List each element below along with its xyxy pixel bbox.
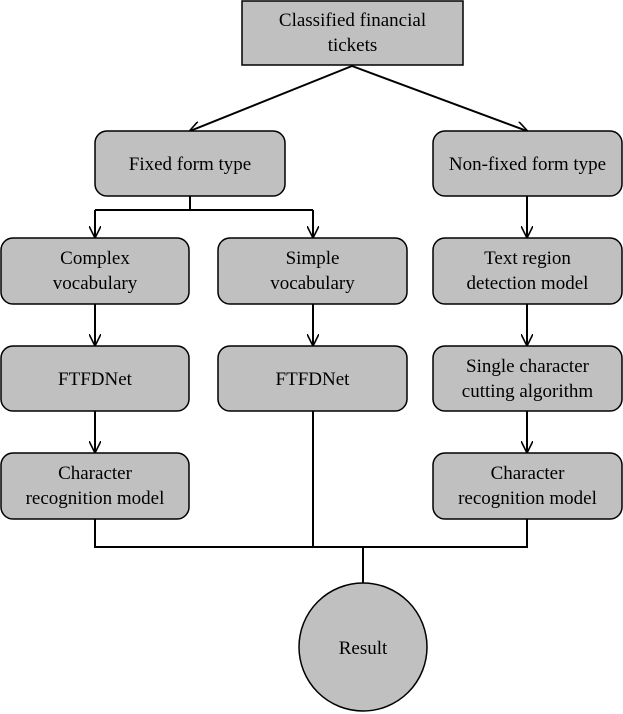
node-classified-box	[241, 0, 464, 66]
node-ftfdnet-middle: FTFDNet	[217, 345, 408, 412]
merge-line-left	[94, 519, 528, 548]
node-result: Result	[298, 582, 428, 712]
node-charrec2-line2: recognition model	[458, 488, 597, 509]
node-ftfd2-line1: FTFDNet	[276, 369, 351, 390]
connectors	[94, 65, 528, 583]
node-fixed-box	[94, 130, 286, 197]
node-charrec1-line1: Character	[58, 463, 133, 484]
node-classified-line1: Classified financial	[279, 10, 426, 31]
node-textregion-box	[432, 237, 623, 305]
node-complex-line2: vocabulary	[53, 273, 138, 294]
node-single-character-cutting: Single character cutting algorithm	[432, 345, 623, 412]
node-character-recognition-left: Character recognition model	[0, 452, 190, 520]
node-singlechar-line1: Single character	[466, 356, 590, 377]
node-ftfd1-box	[0, 345, 190, 412]
arrow-classified-to-fixed	[190, 65, 353, 131]
node-ftfd2-box	[217, 345, 408, 412]
node-ftfdnet-left: FTFDNet	[0, 345, 190, 412]
node-character-recognition-right: Character recognition model	[432, 452, 623, 520]
node-textregion-line1: Text region	[484, 248, 571, 269]
node-classified-tickets: Classified financial tickets	[241, 0, 464, 66]
arrow-classified-to-nonfixed	[351, 65, 527, 131]
node-charrec1-box	[0, 452, 190, 520]
node-complex-line1: Complex	[60, 248, 130, 269]
node-charrec2-box	[432, 452, 623, 520]
node-singlechar-box	[432, 345, 623, 412]
node-classified-line2: tickets	[328, 35, 378, 56]
node-fixed-form-type: Fixed form type	[94, 130, 286, 197]
node-result-circle	[298, 582, 428, 712]
node-charrec1-line2: recognition model	[26, 488, 165, 509]
node-simple-line2: vocabulary	[270, 273, 355, 294]
node-fixed-line1: Fixed form type	[129, 154, 251, 175]
node-simple-line1: Simple	[286, 248, 340, 269]
node-text-region-detection: Text region detection model	[432, 237, 623, 305]
node-charrec2-line1: Character	[491, 463, 566, 484]
node-simple-box	[217, 237, 408, 305]
node-singlechar-line2: cutting algorithm	[462, 381, 594, 402]
node-complex-vocabulary: Complex vocabulary	[0, 237, 190, 305]
node-textregion-line2: detection model	[467, 273, 589, 294]
node-result-label: Result	[339, 638, 388, 659]
node-nonfixed-box	[432, 130, 623, 197]
node-nonfixed-line1: Non-fixed form type	[449, 154, 606, 175]
node-simple-vocabulary: Simple vocabulary	[217, 237, 408, 305]
node-ftfd1-line1: FTFDNet	[58, 369, 133, 390]
node-nonfixed-form-type: Non-fixed form type	[432, 130, 623, 197]
node-complex-box	[0, 237, 190, 305]
